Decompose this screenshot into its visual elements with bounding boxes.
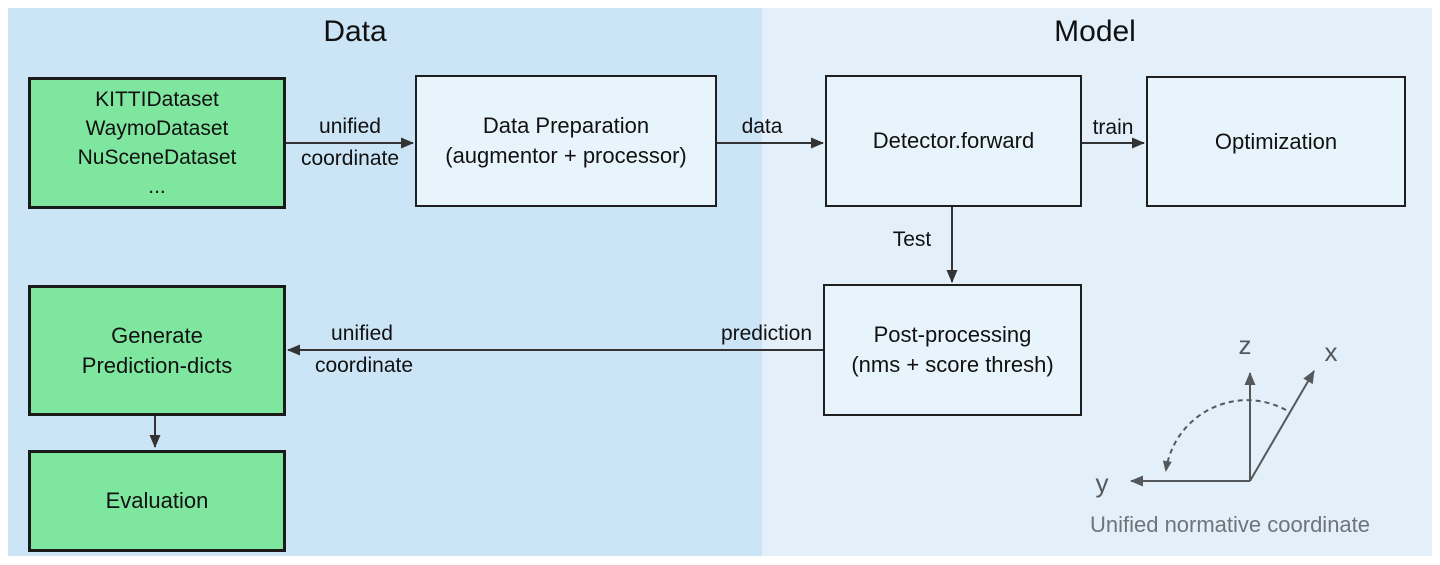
edge-label-test: Test: [892, 228, 932, 251]
detector-forward-box: Detector.forward: [825, 75, 1082, 207]
data-preparation-line: (augmentor + processor): [445, 143, 687, 168]
y-axis-label: y: [1095, 468, 1109, 498]
datasets-line: ...: [148, 175, 166, 198]
post-processing-line: (nms + score thresh): [851, 352, 1054, 377]
evaluation-label: Evaluation: [105, 488, 209, 513]
detector-forward-label: Detector.forward: [872, 128, 1035, 153]
edge-label-unified: unified: [331, 322, 393, 345]
edge-label-train: train: [1092, 116, 1134, 139]
datasets-line: NuSceneDataset: [77, 146, 237, 169]
datasets-line: KITTIDataset: [95, 88, 219, 111]
edge-label-coordinate: coordinate: [300, 147, 400, 170]
model-section-title: Model: [1054, 15, 1136, 48]
datasets-line: WaymoDataset: [85, 117, 229, 140]
edge-label-data: data: [741, 115, 783, 138]
optimization-label: Optimization: [1214, 128, 1338, 154]
coordinate-system-caption: Unified normative coordinate: [1089, 512, 1371, 537]
optimization-box: Optimization: [1146, 76, 1406, 207]
data-preparation-line: Data Preparation: [482, 113, 650, 138]
z-axis-label: z: [1238, 330, 1252, 360]
post-processing-box: Post-processing (nms + score thresh): [823, 284, 1082, 416]
generate-prediction-line: Generate: [111, 322, 203, 348]
post-processing-line: Post-processing: [873, 322, 1032, 347]
evaluation-box: Evaluation: [28, 450, 286, 552]
datasets-box: KITTIDataset WaymoDataset NuSceneDataset…: [28, 77, 286, 209]
edge-label-unified: unified: [319, 115, 381, 138]
data-section-title: Data: [323, 15, 387, 48]
edge-label-prediction: prediction: [720, 322, 812, 345]
generate-prediction-line: Prediction-dicts: [81, 352, 233, 378]
edge-label-coordinate: coordinate: [314, 354, 414, 377]
generate-prediction-dicts-box: Generate Prediction-dicts: [28, 285, 286, 416]
x-axis-label: x: [1324, 337, 1338, 367]
data-preparation-box: Data Preparation (augmentor + processor): [415, 75, 717, 207]
